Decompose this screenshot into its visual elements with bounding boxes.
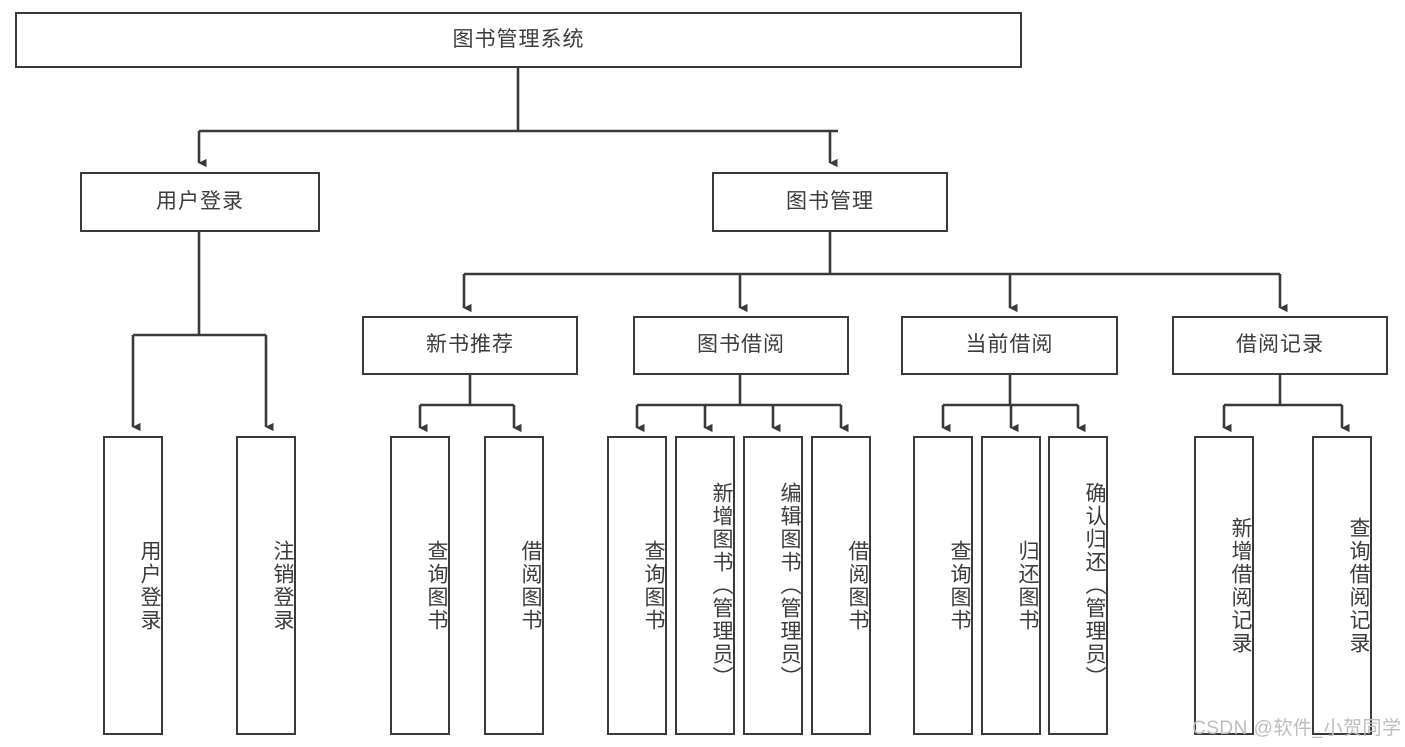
node-current-borrow[interactable]: 当前借阅 (901, 316, 1118, 375)
leaf-edit-book-admin[interactable]: 编辑图书（管理员） (743, 436, 803, 735)
leaf-logout-login[interactable]: 注销登录 (236, 436, 296, 735)
node-label: 当前借阅 (965, 333, 1054, 357)
node-book-management[interactable]: 图书管理 (712, 172, 948, 232)
leaf-borrow-book[interactable]: 借阅图书 (811, 436, 871, 735)
node-label: 图书管理系统 (452, 27, 585, 51)
node-label: 用户登录 (156, 189, 244, 213)
node-label: 图书管理 (786, 189, 874, 213)
node-label: 用户登录 (138, 539, 161, 632)
node-label: 新增图书（管理员） (710, 482, 733, 689)
node-label: 新书推荐 (426, 333, 514, 357)
node-new-book-recommend[interactable]: 新书推荐 (362, 316, 578, 375)
node-label: 查询图书 (948, 539, 971, 632)
node-label: 借阅图书 (846, 539, 869, 632)
node-root-book-management-system[interactable]: 图书管理系统 (15, 12, 1022, 68)
leaf-user-login[interactable]: 用户登录 (103, 436, 163, 735)
leaf-borrow-book-recommend[interactable]: 借阅图书 (484, 436, 544, 735)
leaf-confirm-return-admin[interactable]: 确认归还（管理员） (1048, 436, 1108, 735)
node-label: 借阅记录 (1236, 333, 1324, 357)
leaf-query-book-recommend[interactable]: 查询图书 (390, 436, 450, 735)
leaf-add-book-admin[interactable]: 新增图书（管理员） (675, 436, 735, 735)
node-book-borrow[interactable]: 图书借阅 (633, 316, 849, 375)
leaf-return-book[interactable]: 归还图书 (981, 436, 1041, 735)
node-label: 新增借阅记录 (1229, 516, 1252, 655)
node-label: 图书借阅 (697, 333, 785, 357)
node-label: 注销登录 (271, 539, 294, 632)
node-borrow-record[interactable]: 借阅记录 (1172, 316, 1388, 375)
leaf-query-book-borrow[interactable]: 查询图书 (607, 436, 667, 735)
node-user-login[interactable]: 用户登录 (80, 172, 320, 232)
node-label: 查询借阅记录 (1347, 516, 1370, 655)
leaf-query-book-current[interactable]: 查询图书 (913, 436, 973, 735)
node-label: 借阅图书 (519, 539, 542, 632)
leaf-query-borrow-record[interactable]: 查询借阅记录 (1312, 436, 1372, 735)
node-label: 查询图书 (425, 539, 448, 632)
node-label: 编辑图书（管理员） (778, 482, 801, 689)
node-label: 确认归还（管理员） (1083, 482, 1106, 689)
csdn-watermark: CSDN @软件_小贺同学 (1192, 718, 1402, 739)
node-label: 查询图书 (642, 539, 665, 632)
node-label: 归还图书 (1016, 539, 1039, 632)
leaf-add-borrow-record[interactable]: 新增借阅记录 (1194, 436, 1254, 735)
